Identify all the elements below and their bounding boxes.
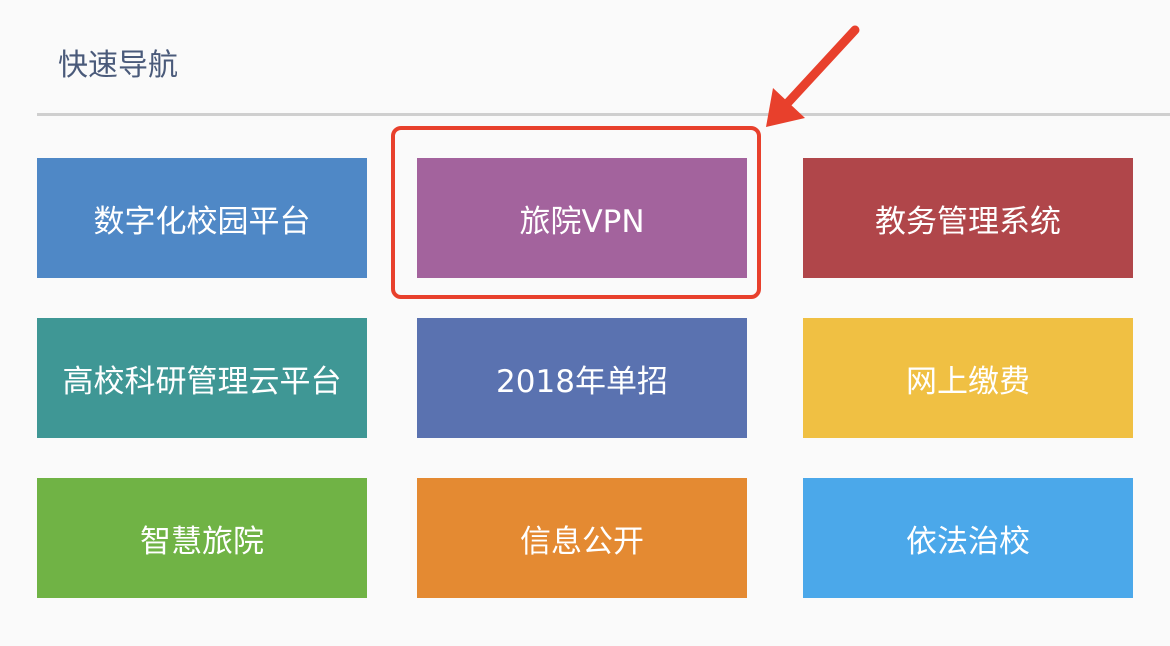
- divider: [37, 113, 1170, 116]
- tile-2018-admission[interactable]: 2018年单招: [417, 318, 747, 438]
- tile-smart-campus[interactable]: 智慧旅院: [37, 478, 367, 598]
- tile-label: 2018年单招: [496, 363, 668, 400]
- tile-online-payment[interactable]: 网上缴费: [803, 318, 1133, 438]
- tile-label: 数字化校园平台: [93, 203, 311, 240]
- tile-label: 高校科研管理云平台: [62, 363, 342, 400]
- tile-academic-affairs[interactable]: 教务管理系统: [803, 158, 1133, 278]
- tile-label: 依法治校: [906, 523, 1030, 560]
- tile-digital-campus[interactable]: 数字化校园平台: [37, 158, 367, 278]
- tile-rule-of-law[interactable]: 依法治校: [803, 478, 1133, 598]
- tile-label: 智慧旅院: [140, 523, 264, 560]
- highlight-box: [391, 126, 761, 299]
- tile-label: 信息公开: [520, 523, 644, 560]
- tile-label: 教务管理系统: [875, 203, 1061, 240]
- tile-info-disclosure[interactable]: 信息公开: [417, 478, 747, 598]
- tile-research-cloud[interactable]: 高校科研管理云平台: [37, 318, 367, 438]
- tile-label: 网上缴费: [906, 363, 1030, 400]
- panel-title: 快速导航: [58, 48, 178, 83]
